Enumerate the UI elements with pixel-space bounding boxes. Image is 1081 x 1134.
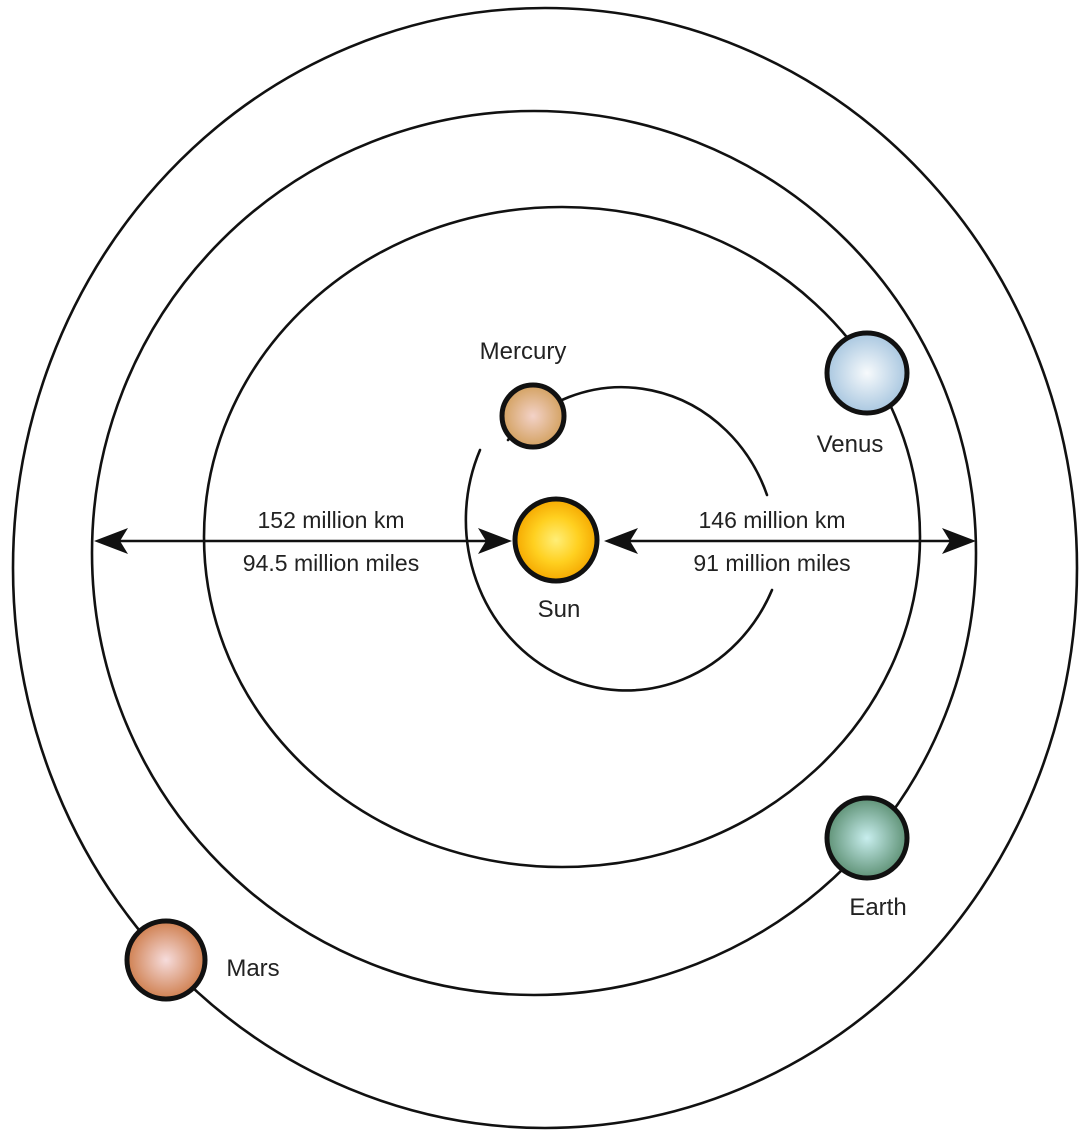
earth-icon — [827, 798, 907, 878]
mars-distance-km: 152 million km — [258, 507, 405, 533]
earth-label: Earth — [849, 894, 906, 921]
earth-distance-miles: 91 million miles — [693, 550, 850, 576]
sun-icon — [515, 499, 597, 581]
mars-distance-miles: 94.5 million miles — [243, 550, 419, 576]
venus-label: Venus — [817, 431, 884, 458]
sun-label: Sun — [538, 596, 581, 623]
mercury-label: Mercury — [480, 338, 567, 365]
venus-icon — [827, 333, 907, 413]
mercury-icon — [502, 385, 564, 447]
mars-icon — [127, 921, 205, 999]
mars-label: Mars — [226, 955, 279, 982]
earth-distance-km: 146 million km — [699, 507, 846, 533]
